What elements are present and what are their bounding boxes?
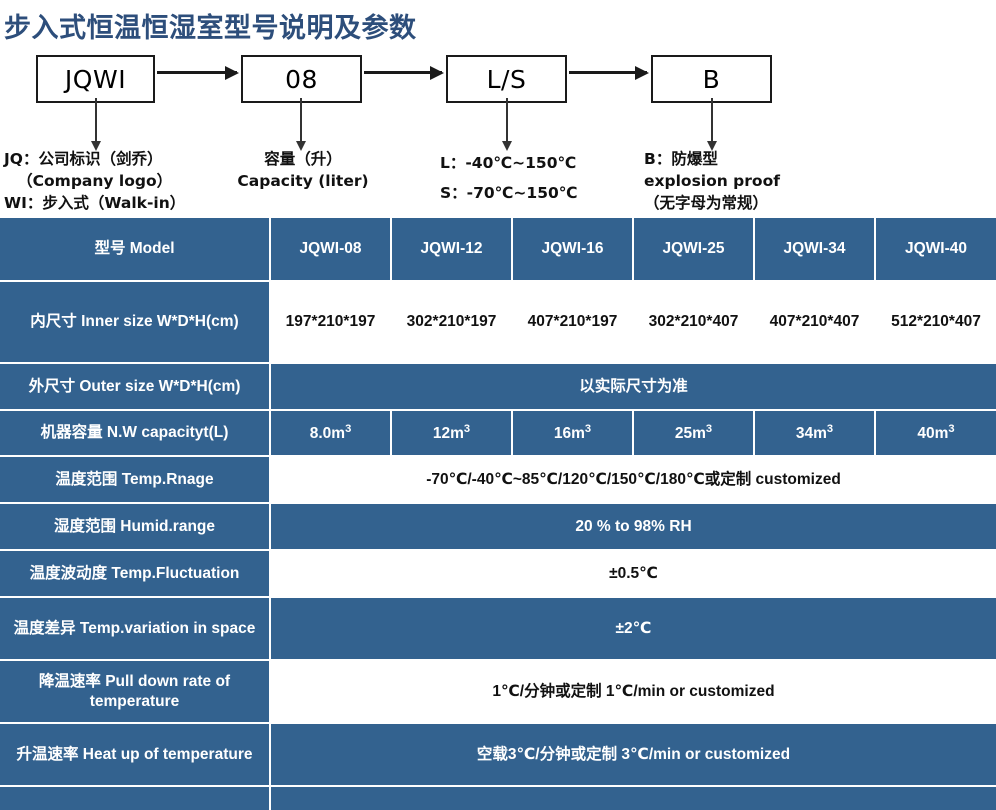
- caption-line: S：-70℃~150℃: [440, 184, 578, 203]
- caption-line: WI：步入式（Walk-in）: [4, 194, 186, 212]
- diagram-caption-explosionproof: B：防爆型 explosion proof （无字母为常规）: [644, 148, 780, 214]
- column-header-model-3: JQWI-25: [634, 218, 755, 282]
- table-row: 温度差异 Temp.variation in space±2℃: [0, 598, 996, 661]
- row-value-cell-3: 302*210*407: [634, 282, 755, 364]
- arrow-right-icon-3: [569, 65, 649, 80]
- row-value-merged: 20 % to 98% RH: [271, 504, 996, 551]
- row-label: 温度差异 Temp.variation in space: [0, 598, 271, 661]
- diagram-box-explosionproof: B: [651, 55, 772, 103]
- row-value-merged: 1℃/分钟或定制 1℃/min or customized: [271, 661, 996, 724]
- row-value-cell-5: 40m3: [876, 411, 996, 457]
- arrow-down-icon-4: [707, 98, 717, 151]
- row-label: 外尺寸 Outer size W*D*H(cm): [0, 364, 271, 411]
- diagram-box-jqwi: JQWI: [36, 55, 155, 103]
- row-value-cell-1: 302*210*197: [392, 282, 513, 364]
- table-row: 温度波动度 Temp.Fluctuation±0.5℃: [0, 551, 996, 598]
- model-code-diagram: JQWI 08 L/S B JQ：公司标识（剑乔） （Company logo）…: [0, 48, 996, 218]
- diagram-box-temprange: L/S: [446, 55, 567, 103]
- arrow-right-icon-2: [364, 65, 444, 80]
- row-value-merged: 以实际尺寸为准: [271, 364, 996, 411]
- row-value-cell-1: 12m3: [392, 411, 513, 457]
- caption-line: （无字母为常规）: [644, 194, 769, 212]
- arrow-down-icon-1: [91, 98, 101, 151]
- row-value-cell-2: 16m3: [513, 411, 634, 457]
- row-label: 升温速率 Heat up of temperature: [0, 724, 271, 787]
- caption-line: L：-40℃~150℃: [440, 154, 577, 172]
- row-label: 湿度范围 Humid.range: [0, 504, 271, 551]
- arrow-down-icon-3: [502, 98, 512, 151]
- caption-line: explosion proof: [644, 172, 780, 190]
- row-value-cell-2: 407*210*197: [513, 282, 634, 364]
- row-value-merged: ±2℃: [271, 598, 996, 661]
- column-header-model-4: JQWI-34: [755, 218, 876, 282]
- diagram-box-capacity: 08: [241, 55, 362, 103]
- row-value-merged: [271, 787, 996, 810]
- page-title: 步入式恒温恒湿室型号说明及参数: [4, 13, 417, 43]
- column-header-model-5: JQWI-40: [876, 218, 996, 282]
- row-label: [0, 787, 271, 810]
- arrow-down-icon-2: [296, 98, 306, 151]
- row-value-cell-5: 512*210*407: [876, 282, 996, 364]
- row-label: 降温速率 Pull down rate of temperature: [0, 661, 271, 724]
- table-row: 温度范围 Temp.Rnage-70℃/-40℃~85℃/120℃/150℃/1…: [0, 457, 996, 504]
- row-value-merged: -70℃/-40℃~85℃/120℃/150℃/180℃或定制 customiz…: [271, 457, 996, 504]
- row-value-cell-3: 25m3: [634, 411, 755, 457]
- diagram-caption-temprange: L：-40℃~150℃ S：-70℃~150℃: [440, 148, 578, 208]
- caption-line: （Company logo）: [17, 172, 173, 190]
- arrow-right-icon-1: [157, 65, 239, 80]
- column-header-model-1: JQWI-12: [392, 218, 513, 282]
- row-value-cell-0: 8.0m3: [271, 411, 392, 457]
- column-header-model-2: JQWI-16: [513, 218, 634, 282]
- caption-line: 容量（升）: [264, 150, 342, 168]
- caption-line: B：防爆型: [644, 150, 718, 168]
- row-label: 内尺寸 Inner size W*D*H(cm): [0, 282, 271, 364]
- row-value-cell-0: 197*210*197: [271, 282, 392, 364]
- row-label: 机器容量 N.W capacityt(L): [0, 411, 271, 457]
- row-value-merged: ±0.5℃: [271, 551, 996, 598]
- table-row: [0, 787, 996, 810]
- row-value-cell-4: 34m3: [755, 411, 876, 457]
- column-header-model-0: JQWI-08: [271, 218, 392, 282]
- row-label: 温度波动度 Temp.Fluctuation: [0, 551, 271, 598]
- diagram-caption-capacity: 容量（升） Capacity (liter): [228, 148, 378, 192]
- caption-line: JQ：公司标识（剑乔）: [4, 150, 163, 168]
- diagram-caption-jqwi: JQ：公司标识（剑乔） （Company logo） WI：步入式（Walk-i…: [4, 148, 185, 214]
- row-label-model: 型号 Model: [0, 218, 271, 282]
- caption-line: Capacity (liter): [237, 172, 369, 190]
- row-value-cell-4: 407*210*407: [755, 282, 876, 364]
- table-row: 外尺寸 Outer size W*D*H(cm)以实际尺寸为准: [0, 364, 996, 411]
- row-value-merged: 空载3℃/分钟或定制 3℃/min or customized: [271, 724, 996, 787]
- row-label: 温度范围 Temp.Rnage: [0, 457, 271, 504]
